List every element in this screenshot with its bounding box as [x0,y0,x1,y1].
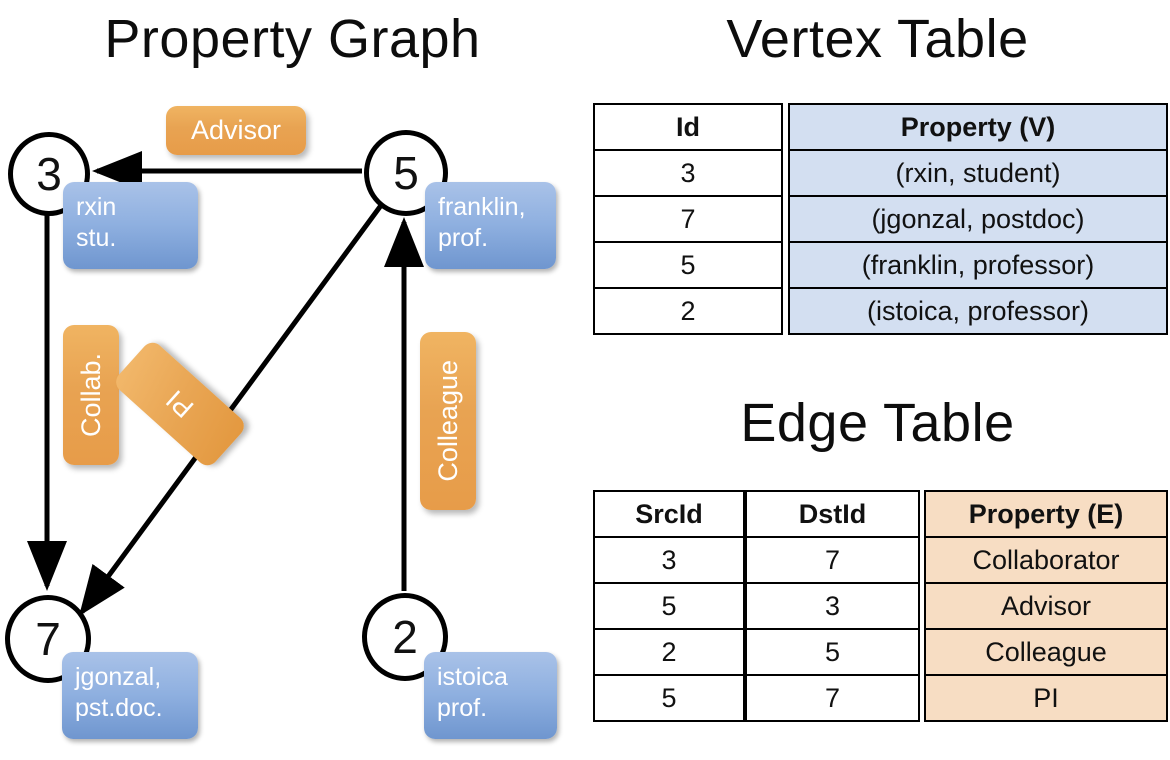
edge-label-text: Colleague [432,360,463,482]
table-row: 7 [745,536,920,584]
edge-arrow-pi [79,202,385,617]
edge-table-dstid-column: DstId 7 3 5 7 [745,490,920,722]
vertex-property-cell: (franklin, professor) [788,241,1168,289]
graph-edges-layer [27,151,424,617]
graph-node-3[interactable]: 3 [8,132,90,216]
edge-src-cell: 5 [593,674,745,722]
vertex-property-line2: pst.doc. [75,694,163,722]
edge-dst-cell: 7 [745,674,920,722]
edge-label-box-colleague: Colleague [420,332,476,510]
column-header-id: Id [593,103,783,151]
table-header-row: DstId [745,490,920,538]
edge-table-srcid-column: SrcId 3 5 2 5 [593,490,745,722]
edge-property-cell: PI [924,674,1168,722]
edge-src-cell: 5 [593,582,745,630]
vertex-property-line1: franklin, [438,193,526,221]
table-row: 2 [593,287,783,335]
edge-src-cell: 2 [593,628,745,676]
edge-dst-cell: 3 [745,582,920,630]
vertex-property-line2: stu. [76,224,117,252]
table-header-row: Id [593,103,783,151]
edge-dst-cell: 7 [745,536,920,584]
edge-property-cell: Advisor [924,582,1168,630]
table-header-row: Property (V) [788,103,1168,151]
vertex-id-cell: 7 [593,195,783,243]
table-row: 2 [593,628,745,676]
edge-label-text: Collab. [75,352,106,438]
edge-src-cell: 3 [593,536,745,584]
vertex-id-cell: 3 [593,149,783,197]
column-header-srcid: SrcId [593,490,745,538]
page-title-edge-table: Edge Table [740,393,1015,453]
table-row: (rxin, student) [788,149,1168,197]
page-title-vertex-table: Vertex Table [726,9,1029,69]
table-row: Advisor [924,582,1168,630]
table-row: 3 [745,582,920,630]
vertex-property-line2: prof. [437,694,488,722]
column-header-dstid: DstId [745,490,920,538]
vertex-property-box-istoica: istoica prof. [424,652,557,739]
vertex-property-box-rxin: rxin stu. [63,182,198,269]
edge-property-cell: Colleague [924,628,1168,676]
vertex-property-box-jgonzal: jgonzal, pst.doc. [62,652,198,739]
vertex-table-id-column: Id 3 7 5 2 [593,103,783,335]
edge-dst-cell: 5 [745,628,920,676]
vertex-property-box-franklin: franklin, prof. [425,182,556,269]
vertex-id-cell: 2 [593,287,783,335]
table-row: Collaborator [924,536,1168,584]
vertex-property-line1: istoica [437,663,508,691]
vertex-id-cell: 5 [593,241,783,289]
vertex-property-cell: (jgonzal, postdoc) [788,195,1168,243]
table-row: 7 [745,674,920,722]
column-header-property-v: Property (V) [788,103,1168,151]
vertex-table-property-column: Property (V) (rxin, student) (jgonzal, p… [788,103,1168,335]
table-row: 3 [593,149,783,197]
table-row: Colleague [924,628,1168,676]
edge-label-box-collab: Collab. [63,325,119,465]
column-header-property-e: Property (E) [924,490,1168,538]
table-header-row: SrcId [593,490,745,538]
table-row: 5 [745,628,920,676]
table-row: (franklin, professor) [788,241,1168,289]
vertex-property-line2: prof. [438,224,489,252]
table-row: PI [924,674,1168,722]
edge-table-property-column: Property (E) Collaborator Advisor Collea… [924,490,1168,722]
property-graph-diagram: 3 5 7 2 rxin stu. franklin, prof. jgonza… [0,86,585,760]
table-row: 5 [593,241,783,289]
edge-label-text: Advisor [190,115,282,145]
vertex-property-cell: (istoica, professor) [788,287,1168,335]
table-row: (istoica, professor) [788,287,1168,335]
table-header-row: Property (E) [924,490,1168,538]
graph-node-5[interactable]: 5 [364,130,448,216]
table-row: 5 [593,674,745,722]
table-row: 3 [593,536,745,584]
edge-label-box-advisor: Advisor [166,106,306,155]
edge-label-text: PI [160,384,200,425]
table-row: (jgonzal, postdoc) [788,195,1168,243]
edge-property-cell: Collaborator [924,536,1168,584]
table-row: 5 [593,582,745,630]
table-row: 7 [593,195,783,243]
vertex-property-cell: (rxin, student) [788,149,1168,197]
page-title-property-graph: Property Graph [104,9,481,69]
vertex-property-line1: rxin [76,193,117,221]
vertex-property-line1: jgonzal, [75,663,162,691]
